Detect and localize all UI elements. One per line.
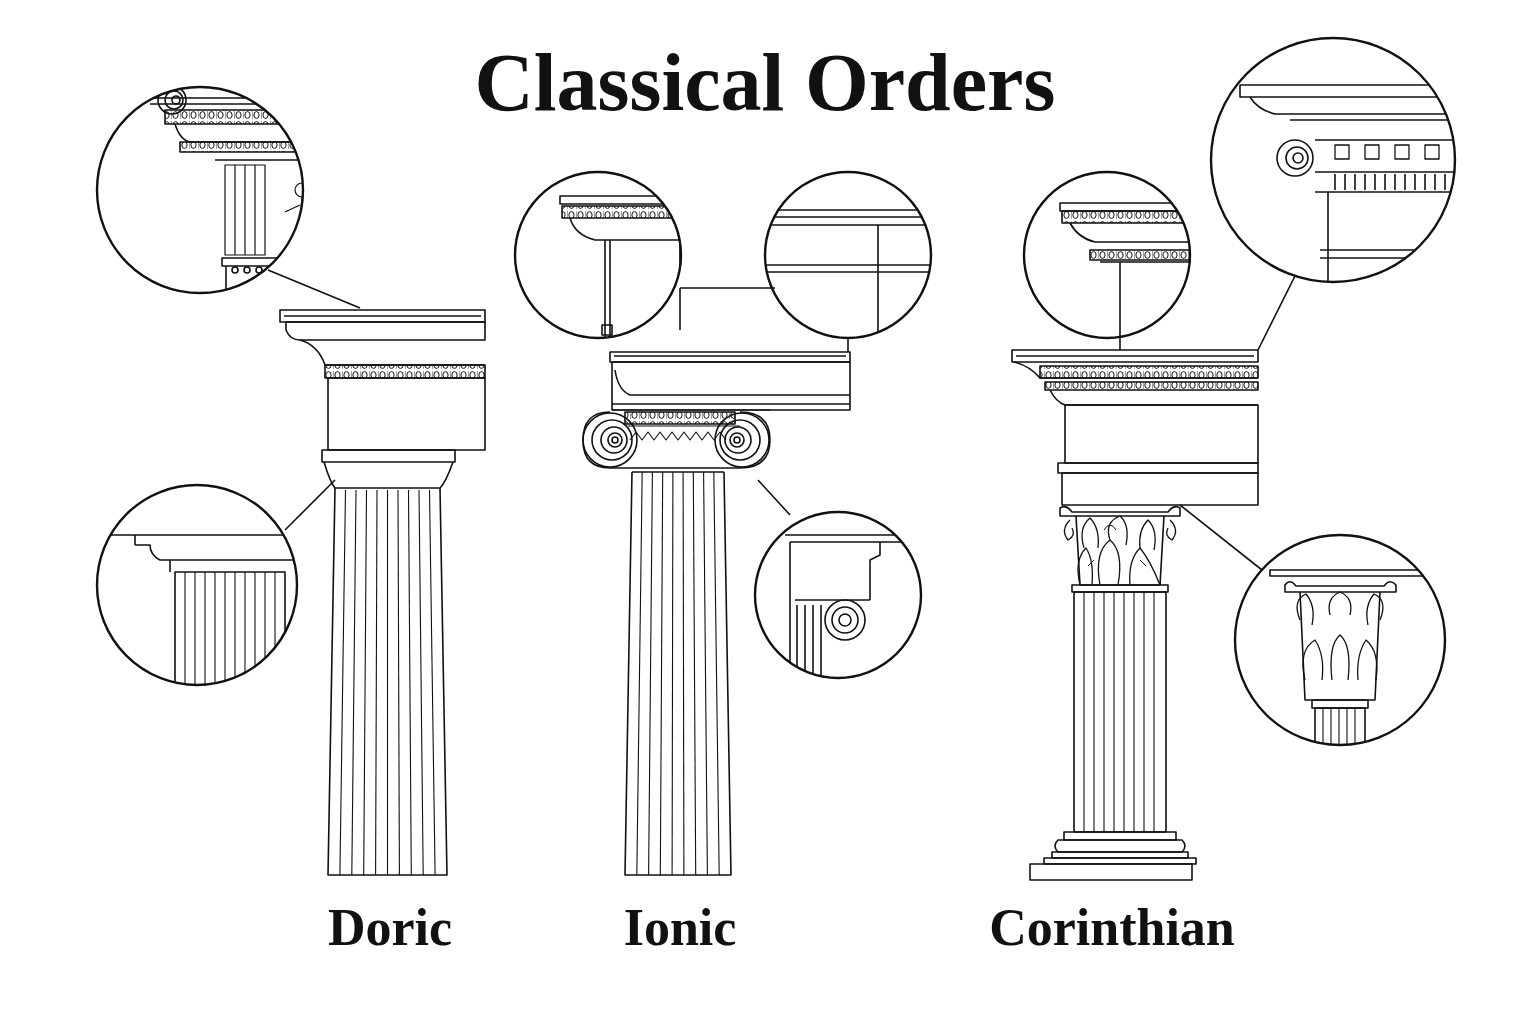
flutes [1084, 592, 1154, 832]
detail-circle [1211, 38, 1455, 282]
detail-cornice [150, 84, 322, 300]
order-label: Ionic [624, 902, 737, 954]
volute [583, 413, 637, 467]
flutes [637, 472, 719, 875]
cornice-moulding [286, 322, 485, 340]
ionic-column [583, 352, 850, 875]
egg-band [1040, 366, 1258, 378]
shaft [1074, 592, 1166, 832]
volute [715, 413, 769, 467]
leader-line [680, 288, 848, 352]
shaft [328, 488, 447, 875]
detail-circle [765, 172, 931, 338]
shaft [625, 472, 731, 875]
abacus [322, 450, 455, 462]
leader-line [285, 480, 335, 530]
abacus [1060, 507, 1180, 516]
detail-circle [97, 485, 297, 685]
frieze-band [325, 365, 485, 378]
detail-circle [1024, 172, 1190, 338]
detail-circle [97, 87, 303, 293]
egg-band [625, 412, 735, 424]
detail-circle [755, 512, 921, 678]
detail-circle [1235, 535, 1445, 745]
diagram-title: Classical Orders [475, 42, 1056, 124]
flutes [340, 490, 435, 875]
doric-column [280, 310, 485, 875]
corinthian-callouts [1024, 38, 1460, 768]
doric-callouts [90, 84, 360, 692]
architrave [328, 378, 485, 450]
leader-line [758, 480, 790, 515]
order-label: Corinthian [989, 902, 1235, 954]
detail-circle [515, 172, 681, 338]
leader-line [1180, 505, 1262, 570]
frieze [1065, 405, 1258, 463]
order-label: Doric [328, 902, 452, 954]
leader-line [1258, 276, 1295, 350]
capital [1060, 507, 1180, 585]
base [1030, 832, 1196, 880]
architrave [1062, 473, 1258, 505]
leader-line [1119, 338, 1121, 350]
leader-line [268, 270, 360, 308]
cornice [280, 310, 485, 322]
cornice [610, 352, 850, 362]
detail-capital [90, 535, 300, 692]
volute-band [583, 412, 770, 468]
cornice [1012, 350, 1258, 362]
echinus [324, 462, 453, 488]
architrave [612, 362, 850, 410]
corinthian-column [1012, 350, 1258, 880]
ionic-callouts [515, 172, 940, 690]
